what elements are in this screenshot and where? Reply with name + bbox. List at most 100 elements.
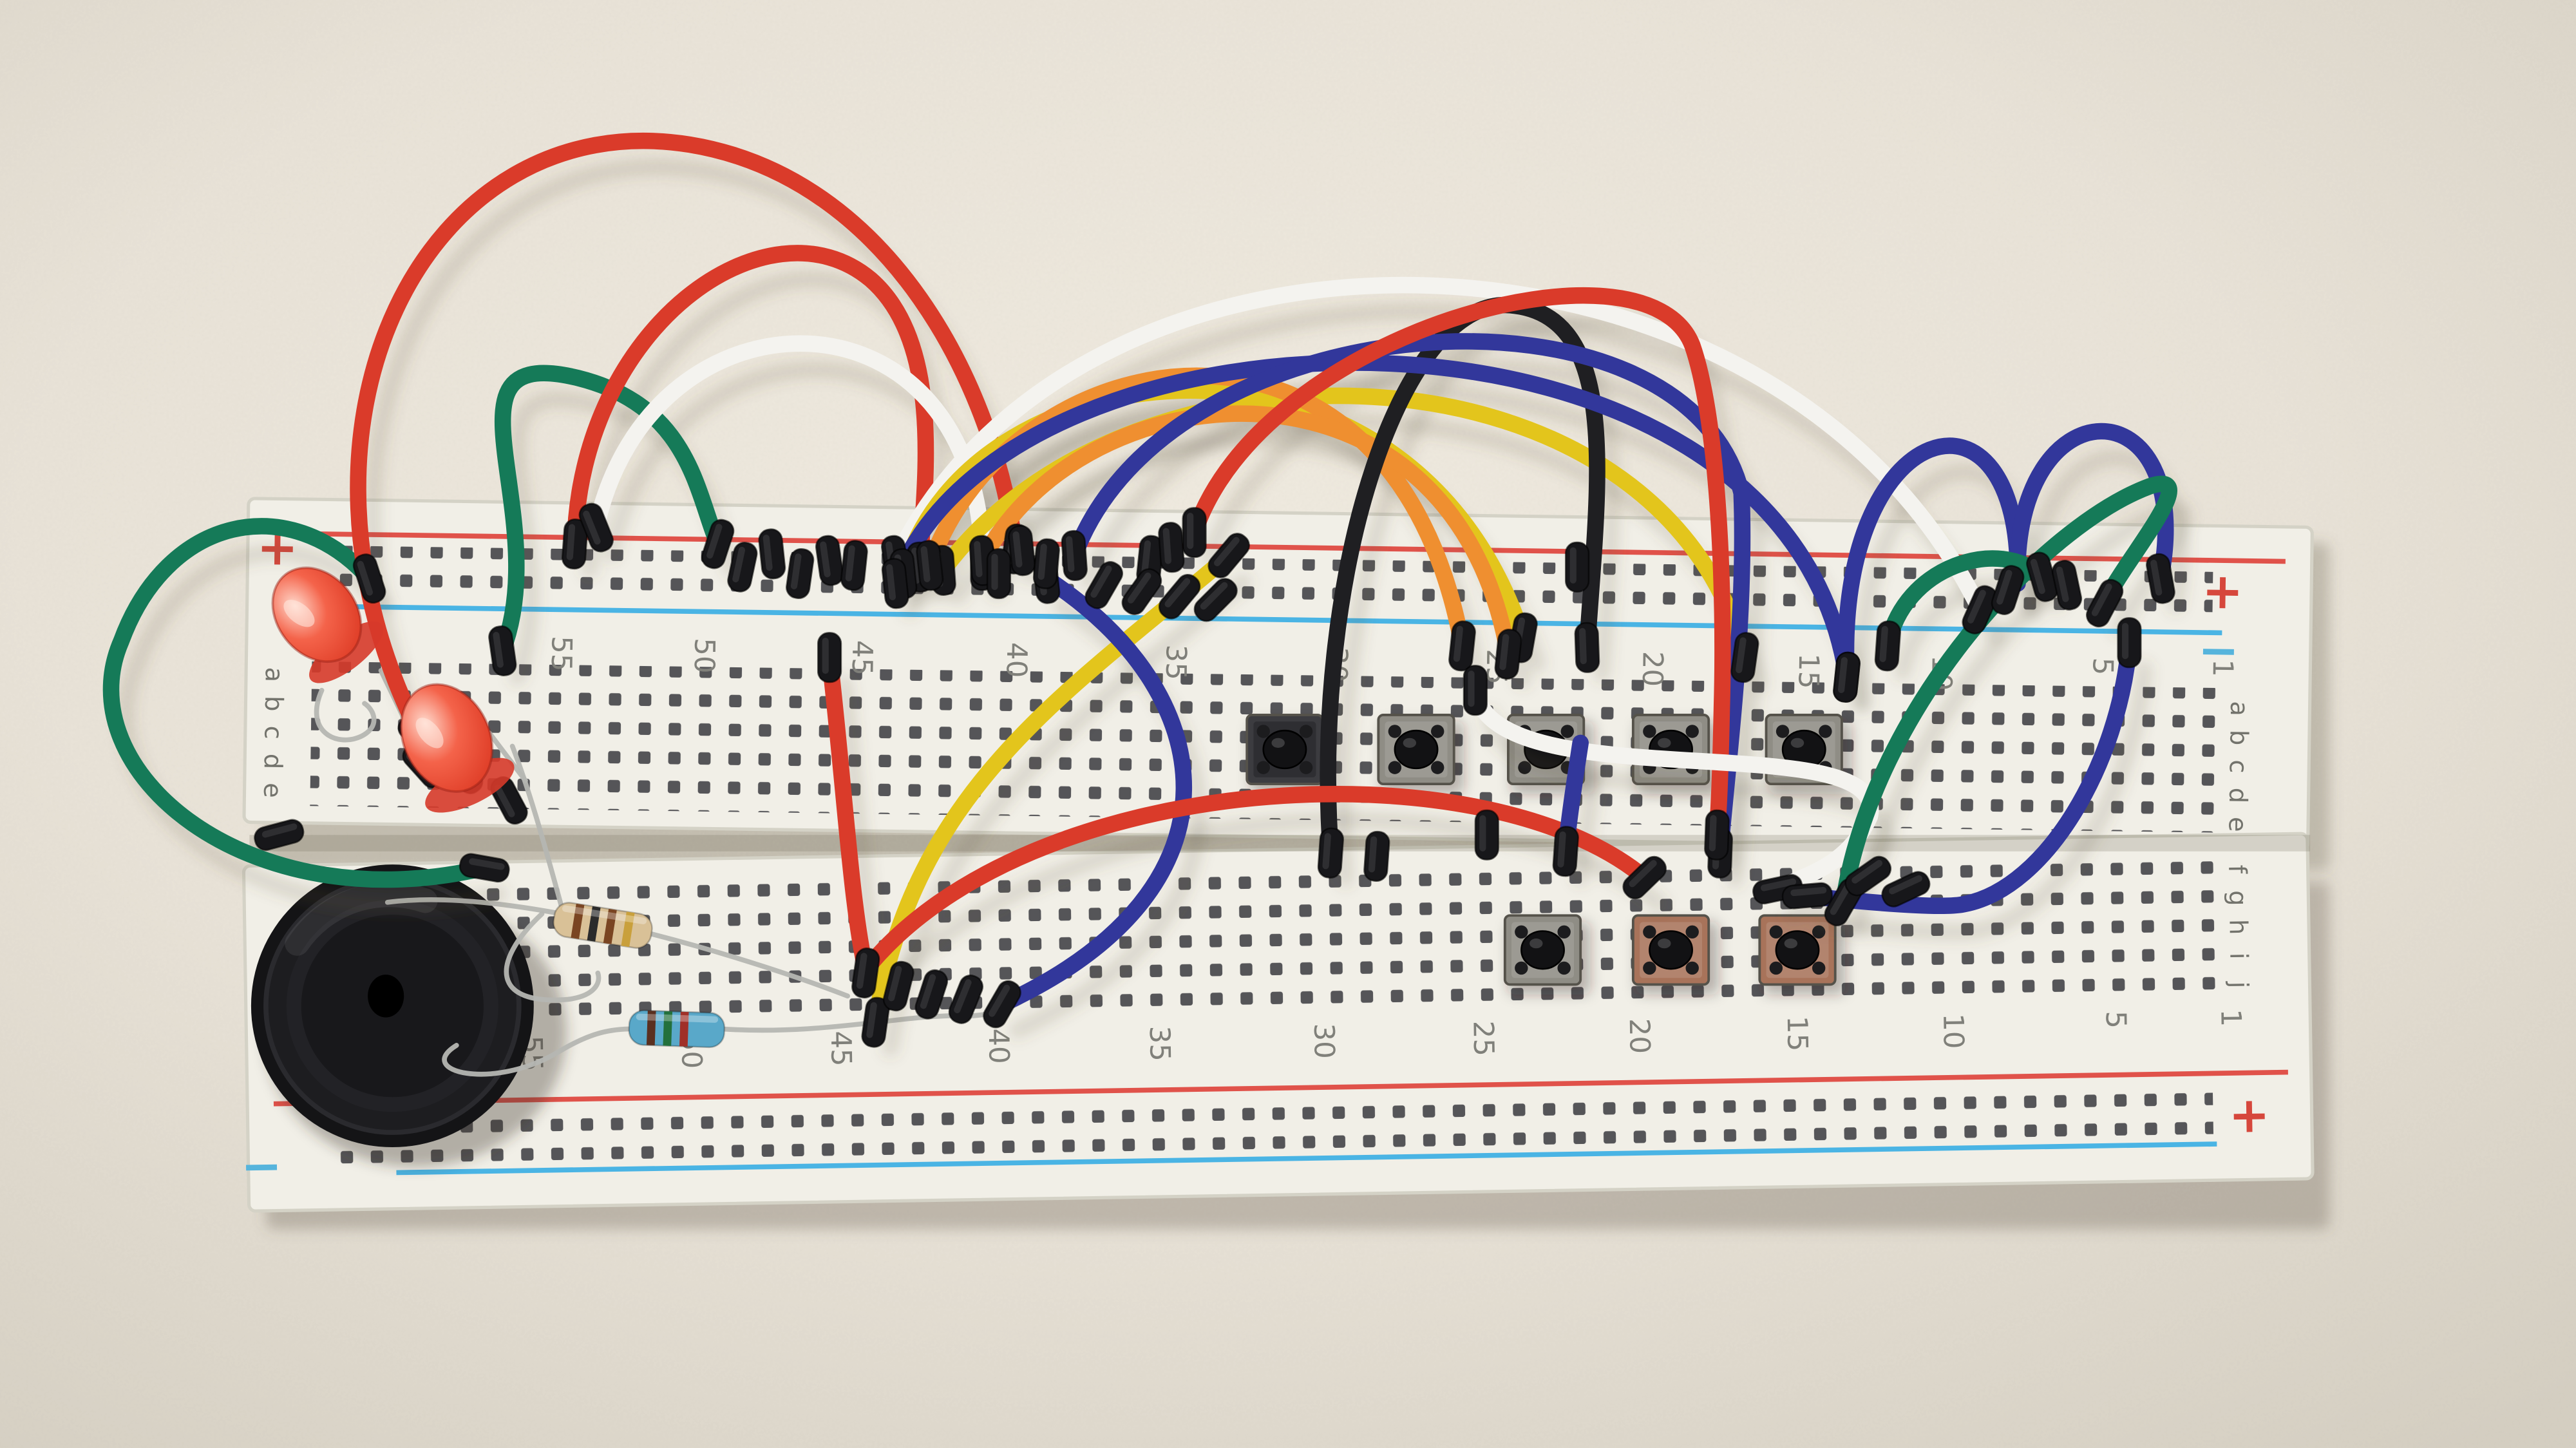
cap-body bbox=[1962, 585, 1998, 634]
button-corner-pin bbox=[1430, 725, 1444, 738]
button-corner-pin bbox=[1685, 925, 1699, 938]
button-corner-pin bbox=[1769, 961, 1783, 975]
jumper-plug-cap bbox=[1158, 522, 1185, 573]
cap-highlight bbox=[1852, 860, 1883, 884]
cap-body bbox=[914, 969, 949, 1020]
jumper-green-buzzer bbox=[102, 518, 493, 888]
led-body bbox=[399, 683, 494, 793]
jumper-plug-cap bbox=[1833, 651, 1861, 703]
cap-highlight bbox=[974, 540, 983, 578]
cap-highlight bbox=[1579, 627, 1587, 665]
cap-highlight bbox=[1037, 544, 1047, 580]
cap-highlight bbox=[706, 524, 723, 559]
column-label: 45 bbox=[846, 640, 878, 676]
power-rail-blue-line bbox=[322, 604, 2222, 636]
row-label-left: b bbox=[259, 696, 288, 712]
column-label: 5 bbox=[2099, 1011, 2132, 1029]
cap-highlight bbox=[1322, 833, 1331, 870]
cap-highlight bbox=[822, 638, 829, 674]
button-plunger-highlight bbox=[1658, 938, 1671, 949]
pushbutton-dark bbox=[1245, 714, 1332, 794]
resistor-band bbox=[663, 1011, 673, 1046]
cap-highlight bbox=[1468, 671, 1475, 707]
pushbutton-metal bbox=[1377, 714, 1464, 794]
button-plunger-highlight bbox=[1784, 938, 1798, 949]
jumper-plug-cap bbox=[1193, 578, 1238, 622]
button-plunger bbox=[1520, 930, 1565, 970]
column-label: 45 bbox=[824, 1031, 857, 1067]
led-red-2 bbox=[399, 683, 515, 813]
cap-body bbox=[881, 558, 909, 609]
cap-body bbox=[1844, 855, 1892, 897]
column-label: 55 bbox=[545, 636, 578, 672]
column-label: 40 bbox=[982, 1028, 1015, 1064]
jumper-plug-cap bbox=[851, 948, 880, 999]
row-label-left: e bbox=[258, 783, 287, 798]
cap-highlight bbox=[1141, 540, 1151, 576]
cap-body bbox=[983, 980, 1021, 1029]
cap-highlight bbox=[1790, 886, 1827, 897]
column-label: 35 bbox=[1143, 1025, 1176, 1062]
cap-body bbox=[1564, 541, 1590, 593]
cap-highlight bbox=[1996, 569, 2012, 605]
column-label: 10 bbox=[1937, 1013, 1969, 1049]
jumper-plug-cap bbox=[701, 519, 735, 569]
jumper-plug-cap bbox=[1874, 620, 1901, 672]
cap-body bbox=[861, 996, 890, 1048]
piezo-buzzer bbox=[251, 864, 567, 1167]
button-corner-pin bbox=[1430, 761, 1444, 774]
board-seam bbox=[249, 835, 2311, 852]
cap-body bbox=[786, 548, 815, 600]
jumper-plug-cap bbox=[1317, 827, 1344, 879]
pushbutton-bronze bbox=[1631, 914, 1719, 995]
cap-highlight bbox=[820, 541, 831, 578]
component-lead-wire bbox=[314, 687, 377, 743]
jumper-plug-cap bbox=[2117, 617, 2142, 669]
jumper-green-led-loop bbox=[494, 365, 726, 660]
jumper-plug-cap bbox=[1494, 628, 1522, 680]
jumper-blue-1 bbox=[887, 354, 1855, 686]
cap-body bbox=[840, 540, 868, 591]
cap-highlight bbox=[566, 524, 576, 560]
resistor-band bbox=[679, 1011, 689, 1047]
cap-body bbox=[1833, 651, 1861, 703]
column-label: 25 bbox=[1466, 1020, 1499, 1056]
cap-body bbox=[488, 625, 517, 676]
cap-body bbox=[1208, 533, 1250, 578]
button-corner-pin bbox=[1557, 925, 1571, 938]
wire-shadow bbox=[1081, 359, 1766, 888]
jumper-plug-cap bbox=[1363, 830, 1390, 882]
jumper-plug-cap bbox=[459, 853, 510, 883]
cap-highlight bbox=[1557, 831, 1566, 868]
component-lead-wire bbox=[509, 743, 564, 910]
jumper-red-right-loop bbox=[1186, 287, 1731, 843]
row-label-right: e bbox=[2222, 817, 2251, 832]
jumper-white-bottom bbox=[1467, 681, 1879, 898]
cap-body bbox=[1704, 809, 1730, 861]
jumper-plug-cap bbox=[561, 519, 589, 570]
cap-body bbox=[1552, 826, 1579, 877]
row-label-right: b bbox=[2224, 730, 2253, 746]
component-lead-wire bbox=[442, 1026, 637, 1077]
resistor-highlight bbox=[636, 1013, 719, 1023]
jumper-plug-cap bbox=[1158, 573, 1201, 620]
row-label-right: a bbox=[2224, 701, 2253, 716]
cap-body bbox=[1158, 573, 1201, 620]
cap-highlight bbox=[866, 1002, 877, 1038]
cap-highlight bbox=[991, 553, 998, 591]
cap-highlight bbox=[856, 953, 867, 989]
jumper-plug-cap bbox=[1032, 538, 1060, 589]
jumper-plug-cap bbox=[1781, 882, 1833, 910]
cap-body bbox=[352, 553, 386, 604]
resistor-band bbox=[571, 903, 585, 939]
cap-body bbox=[727, 541, 758, 593]
pushbutton-bronze bbox=[1758, 914, 1846, 995]
cap-highlight bbox=[790, 553, 802, 589]
cap-body bbox=[1494, 628, 1522, 680]
cap-body bbox=[851, 948, 880, 999]
jumper-plug-cap bbox=[840, 540, 868, 591]
cap-highlight bbox=[989, 984, 1010, 1017]
jumper-plug-cap bbox=[2146, 553, 2175, 604]
cap-highlight bbox=[1760, 878, 1797, 891]
